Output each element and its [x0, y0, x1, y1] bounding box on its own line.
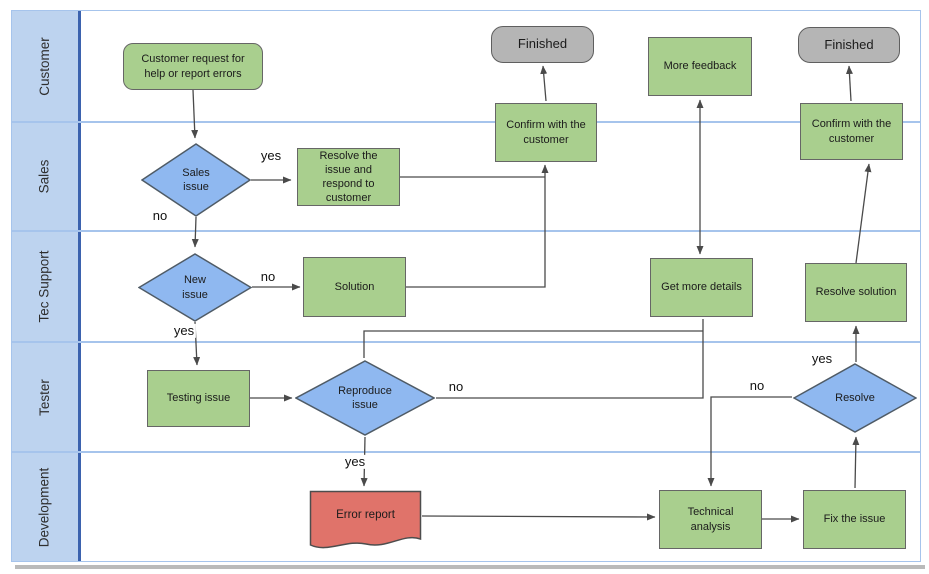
- diamond-shape: [141, 143, 251, 217]
- edge-label-resolve-no: no: [747, 377, 767, 394]
- node-confirm-with-customer-right: Confirm with the customer: [800, 103, 903, 160]
- node-error-report-document: Error report: [309, 490, 422, 552]
- node-decision-reproduce-issue: Reproduce issue: [295, 360, 435, 436]
- node-fix-the-issue: Fix the issue: [803, 490, 906, 549]
- node-more-feedback: More feedback: [648, 37, 752, 96]
- node-get-more-details: Get more details: [650, 258, 753, 317]
- node-resolve-solution: Resolve solution: [805, 263, 907, 322]
- lane-boundary: [11, 121, 921, 123]
- edge-label-sales-no: no: [150, 207, 170, 224]
- node-label: New issue: [182, 274, 208, 301]
- node-label: Sales issue: [182, 166, 210, 193]
- document-shape: [309, 490, 422, 549]
- node-decision-resolve: Resolve: [793, 363, 917, 433]
- node-solution: Solution: [303, 257, 406, 317]
- edge-label-sales-yes: yes: [258, 147, 284, 164]
- lane-development: Development: [11, 452, 77, 562]
- edge-label-reproduce-yes: yes: [342, 453, 368, 470]
- node-technical-analysis: Technical analysis: [659, 490, 762, 549]
- node-testing-issue: Testing issue: [147, 370, 250, 427]
- lane-sales: Sales: [11, 122, 77, 231]
- lane-label: Customer: [36, 36, 52, 96]
- edge-label-reproduce-no: no: [446, 378, 466, 395]
- lane-label: Tester: [36, 378, 52, 416]
- lane-label: Tec Support: [36, 250, 52, 323]
- edge-label-newissue-yes: yes: [171, 322, 197, 339]
- lane-customer: Customer: [11, 10, 77, 122]
- node-confirm-with-customer-left: Confirm with the customer: [495, 103, 597, 162]
- node-label: Error report: [336, 508, 395, 521]
- diamond-shape: [793, 363, 917, 433]
- diamond-shape: [138, 253, 252, 322]
- lane-header-column: [12, 11, 78, 561]
- lane-boundary: [11, 341, 921, 343]
- lane-header-divider: [78, 11, 81, 561]
- node-label: Resolve: [835, 391, 875, 404]
- edge-label-newissue-no: no: [258, 268, 278, 285]
- node-customer-request: Customer request for help or report erro…: [123, 43, 263, 90]
- lane-tec-support: Tec Support: [11, 231, 77, 342]
- lane-boundary: [11, 451, 921, 453]
- lane-tester: Tester: [11, 342, 77, 452]
- node-decision-new-issue: New issue: [138, 253, 252, 322]
- lane-label: Development: [36, 467, 52, 547]
- lane-boundary: [11, 230, 921, 232]
- node-resolve-and-respond: Resolve the issue and respond to custome…: [297, 148, 400, 206]
- edge-label-resolve-yes: yes: [809, 350, 835, 367]
- node-finished-right: Finished: [798, 27, 900, 63]
- diamond-shape: [295, 360, 435, 436]
- node-finished-left: Finished: [491, 26, 594, 63]
- canvas-drop-shadow: [15, 565, 925, 569]
- node-decision-sales-issue: Sales issue: [141, 143, 251, 217]
- node-label: Reproduce issue: [338, 384, 392, 411]
- lane-label: Sales: [36, 159, 52, 194]
